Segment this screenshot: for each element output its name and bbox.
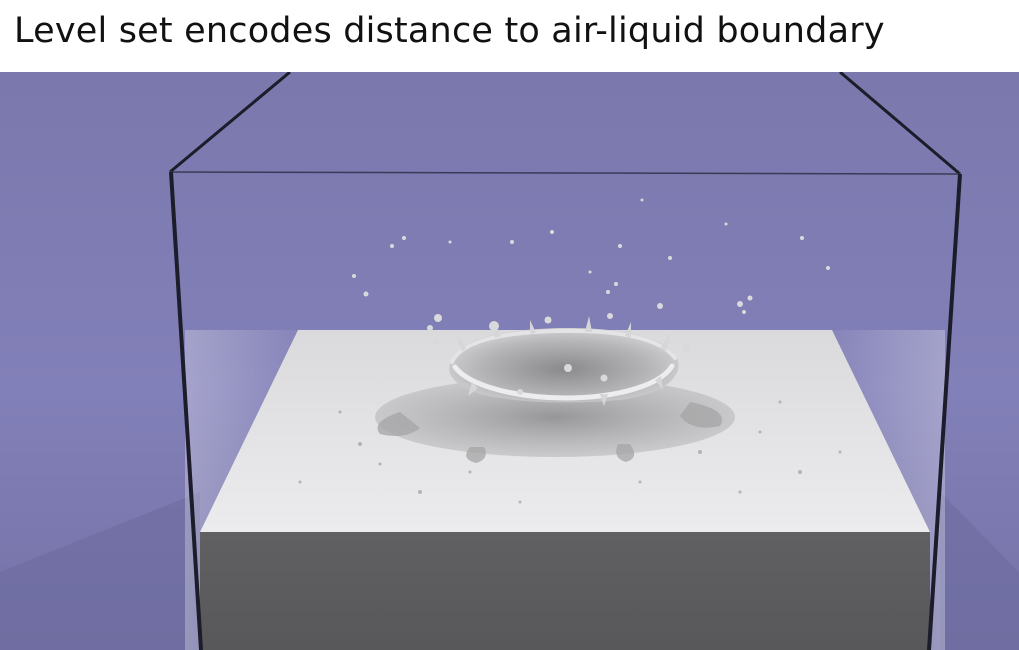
splash-shadow [375, 377, 735, 457]
floor-shadow-right [940, 492, 1019, 650]
tank-edge-back-left [169, 72, 291, 174]
splash-droplets [352, 198, 830, 395]
tank-edge-back-right [839, 72, 961, 176]
tank-edge-front-right [927, 173, 962, 650]
surface-speckles [298, 400, 842, 504]
glass-panel-left [185, 330, 298, 650]
glass-panel-right [832, 330, 945, 650]
splash-crown-body [449, 327, 679, 403]
tank-edge-top [169, 171, 961, 175]
splash-crown-rim [452, 363, 675, 401]
liquid-front-face [200, 532, 930, 650]
slide-title: Level set encodes distance to air-liquid… [14, 11, 885, 51]
splash-scene [0, 72, 1019, 650]
splash-crown-back-rim [450, 328, 677, 364]
floor-shadow-left [0, 492, 200, 650]
fluid-render-image [0, 72, 1019, 650]
splash-shadow-lobes [377, 402, 722, 463]
tank-edge-front-left [169, 171, 203, 650]
